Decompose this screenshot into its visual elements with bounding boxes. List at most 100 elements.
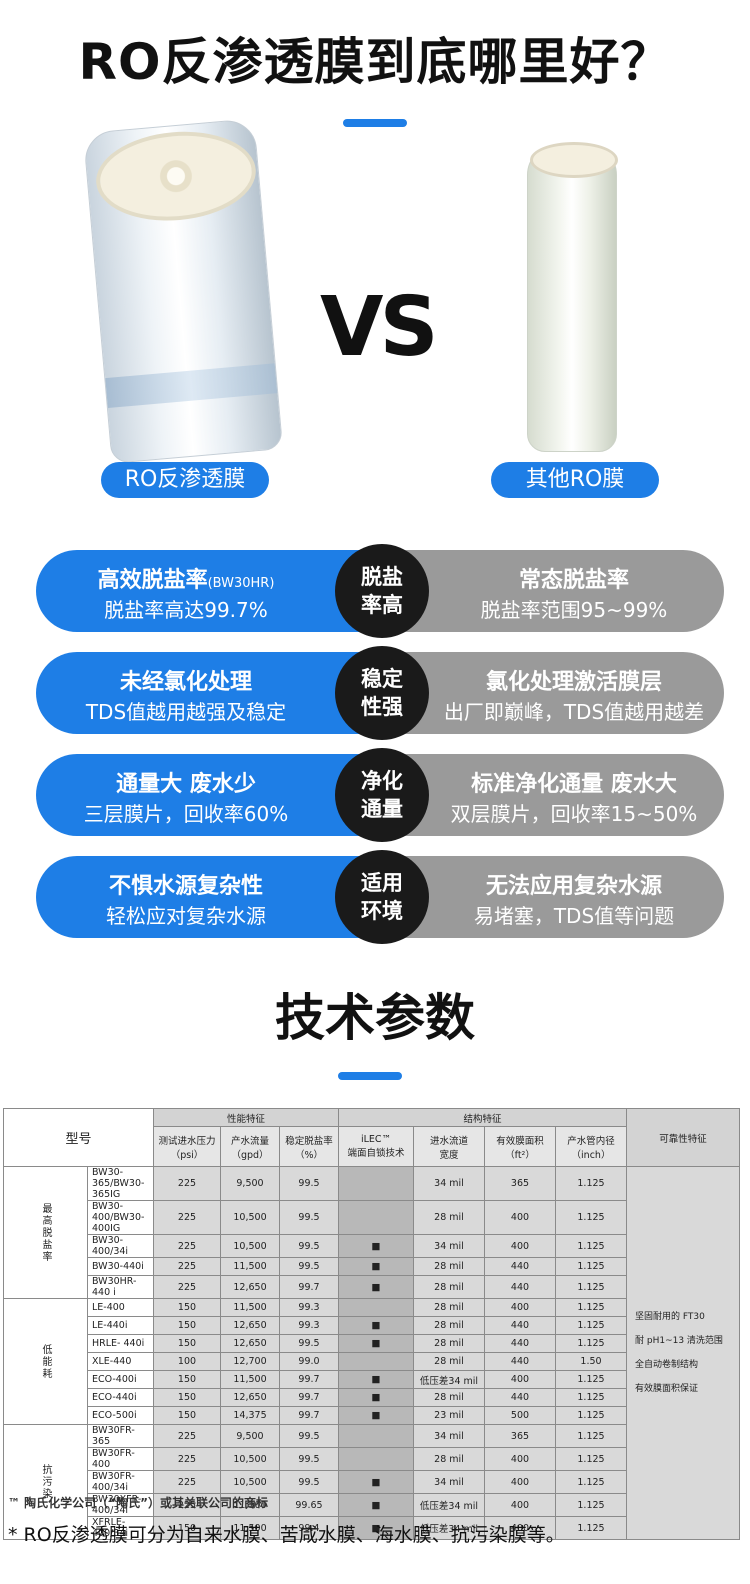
model-cell: LE-400 xyxy=(87,1298,154,1317)
compare-row-flux: 通量大 废水少 三层膜片，回收率60% 标准净化通量 废水大 双层膜片，回收率1… xyxy=(36,748,724,842)
pressure-cell: 150 xyxy=(153,1516,221,1540)
tube-cell: 1.125 xyxy=(555,1275,627,1299)
tube-cell: 1.125 xyxy=(555,1257,627,1276)
spacer-cell: 28 mil xyxy=(413,1298,485,1317)
ilec-cell: ■ xyxy=(338,1388,414,1407)
ilec-cell xyxy=(338,1447,414,1471)
flow-cell: 12,700 xyxy=(220,1352,280,1371)
tube-cell: 1.125 xyxy=(555,1424,627,1448)
pressure-cell: 225 xyxy=(153,1493,221,1517)
section-title: 技术参数 xyxy=(275,989,475,1047)
flow-cell: 9,500 xyxy=(220,1166,280,1201)
compare-category: 净化 通量 xyxy=(335,748,429,842)
spacer-cell: 28 mil xyxy=(413,1334,485,1353)
area-cell: 440 xyxy=(484,1275,556,1299)
flow-cell: 10,500 xyxy=(220,1447,280,1471)
ilec-cell xyxy=(338,1298,414,1317)
model-cell: XFRLE-400/34i xyxy=(87,1516,154,1540)
left-sub: 轻松应对复杂水源 xyxy=(106,904,266,928)
spacer-cell: 28 mil xyxy=(413,1200,485,1235)
model-cell: BW30XFR-400/34i xyxy=(87,1493,154,1517)
flow-cell: 12,650 xyxy=(220,1388,280,1407)
pressure-cell: 225 xyxy=(153,1234,221,1258)
reliability-item: 全自动卷制结构 xyxy=(635,1360,699,1370)
col-rejection: 稳定脱盐率 （%） xyxy=(279,1126,339,1167)
ilec-cell: ■ xyxy=(338,1470,414,1494)
right-title: 常态脱盐率 xyxy=(518,568,629,593)
flow-cell: 11,500 xyxy=(220,1257,280,1276)
tube-cell: 1.125 xyxy=(555,1200,627,1235)
right-sub: 出厂即巅峰，TDS值越用越差 xyxy=(443,700,705,724)
pressure-cell: 225 xyxy=(153,1166,221,1201)
rejection-cell: 99.3 xyxy=(279,1316,339,1335)
ilec-cell: ■ xyxy=(338,1234,414,1258)
tube-cell: 1.125 xyxy=(555,1447,627,1471)
model-cell: ECO-500i xyxy=(87,1406,154,1425)
spec-table: 型号 性能特征 结构特征 可靠性特征 测试进水压力 （psi） 产水流量 （gp… xyxy=(3,1108,740,1540)
left-sub: 脱盐率高达99.7% xyxy=(104,598,268,622)
title-underline xyxy=(343,119,407,127)
model-cell: ECO-400i xyxy=(87,1370,154,1389)
area-cell: 440 xyxy=(484,1352,556,1371)
rejection-cell: 99.7 xyxy=(279,1388,339,1407)
group-label: 低能耗 xyxy=(3,1298,88,1425)
group-performance: 性能特征 xyxy=(153,1108,339,1127)
spacer-cell: 28 mil xyxy=(413,1316,485,1335)
membrane-types-footnote: * RO反渗透膜可分为自来水膜、苦咸水膜、海水膜、抗污染膜等。 xyxy=(8,1524,565,1546)
area-cell: 400 xyxy=(484,1370,556,1389)
col-area: 有效膜面积 （ft²） xyxy=(484,1126,556,1167)
rejection-cell: 99.5 xyxy=(279,1166,339,1201)
model-cell: BW30-365/BW30-365IG xyxy=(87,1166,154,1201)
compare-category: 稳定 性强 xyxy=(335,646,429,740)
page-title: RO反渗透膜到底哪里好？ xyxy=(78,33,672,91)
trademark-footnote: ™ 陶氏化学公司（“陶氏”）或其关联公司的商标 xyxy=(8,1496,268,1510)
pressure-cell: 225 xyxy=(153,1200,221,1235)
tube-cell: 1.125 xyxy=(555,1334,627,1353)
pressure-cell: 225 xyxy=(153,1424,221,1448)
area-cell: 400 xyxy=(484,1447,556,1471)
right-title: 无法应用复杂水源 xyxy=(485,874,662,899)
pressure-cell: 150 xyxy=(153,1388,221,1407)
group-label: 抗污染 xyxy=(3,1424,88,1540)
rejection-cell: 99.3 xyxy=(279,1298,339,1317)
flow-cell: 11,500 xyxy=(220,1298,280,1317)
left-title: 不惧水源复杂性 xyxy=(108,874,263,899)
flow-cell: 11,500 xyxy=(220,1493,280,1517)
tube-cell: 1.125 xyxy=(555,1234,627,1258)
ilec-cell: ■ xyxy=(338,1275,414,1299)
rejection-cell: 99.7 xyxy=(279,1275,339,1299)
tube-cell: 1.125 xyxy=(555,1370,627,1389)
tube-cell: 1.125 xyxy=(555,1406,627,1425)
rejection-cell: 99.7 xyxy=(279,1406,339,1425)
spacer-cell: 低压差34 mil xyxy=(413,1516,485,1540)
col-tube: 产水管内径 （inch） xyxy=(555,1126,627,1167)
reliability-item: 坚固耐用的 FT30 xyxy=(635,1312,705,1322)
vs-text: VS xyxy=(320,280,439,375)
area-cell: 365 xyxy=(484,1166,556,1201)
area-cell: 400 xyxy=(484,1493,556,1517)
compare-row-rejection: 高效脱盐率(BW30HR) 脱盐率高达99.7% 常态脱盐率 脱盐率范围95~9… xyxy=(36,544,724,638)
spacer-cell: 低压差34 mil xyxy=(413,1493,485,1517)
rejection-cell: 99.5 xyxy=(279,1470,339,1494)
spacer-cell: 34 mil xyxy=(413,1470,485,1494)
ilec-cell: ■ xyxy=(338,1516,414,1540)
flow-cell: 10,500 xyxy=(220,1234,280,1258)
rejection-cell: 99.0 xyxy=(279,1352,339,1371)
model-cell: HRLE- 440i xyxy=(87,1334,154,1353)
tube-cell: 1.125 xyxy=(555,1388,627,1407)
rejection-cell: 99.5 xyxy=(279,1200,339,1235)
model-cell: BW30FR-400/34i xyxy=(87,1470,154,1494)
ilec-cell xyxy=(338,1352,414,1371)
ilec-cell xyxy=(338,1166,414,1201)
model-cell: BW30FR-365 xyxy=(87,1424,154,1448)
rejection-cell: 99.7 xyxy=(279,1370,339,1389)
flow-cell: 10,500 xyxy=(220,1200,280,1235)
